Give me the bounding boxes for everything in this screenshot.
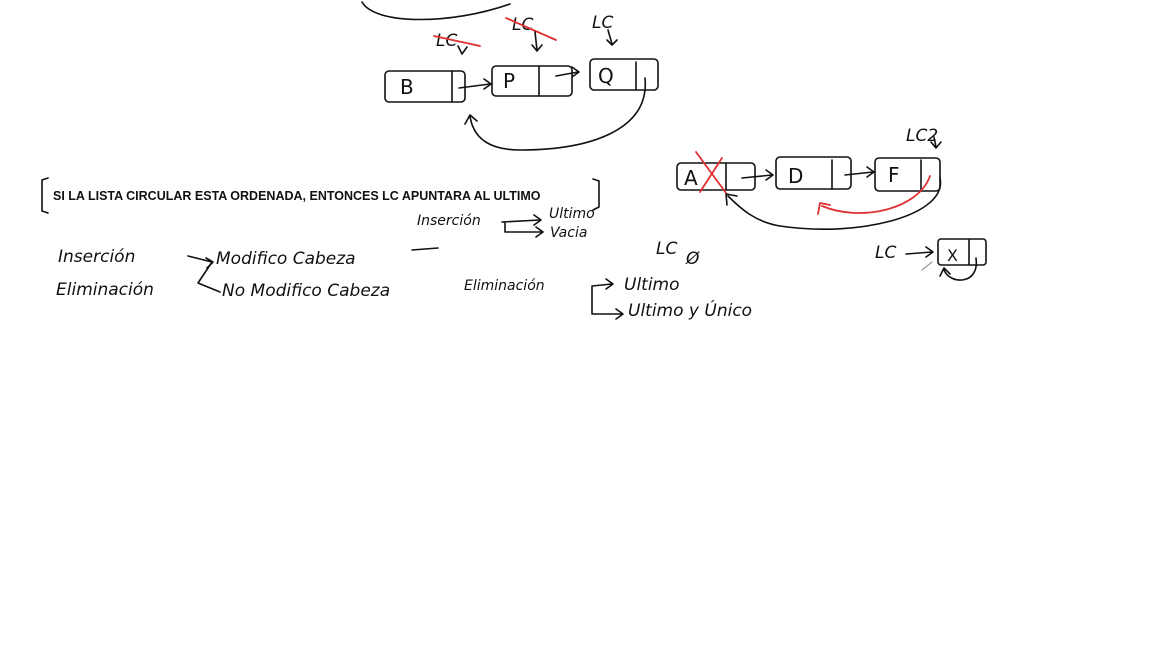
list2-pointer: LC2 (906, 126, 938, 146)
list1-node-b-value: B (400, 75, 414, 99)
note-ultimo: Ultimo (624, 275, 680, 295)
list3-pointer-arrow (905, 246, 934, 258)
note-ultimo-y-unico: Ultimo y Único (628, 299, 752, 321)
list1-node-b (384, 70, 466, 103)
note-eliminacion: Eliminación (56, 280, 154, 300)
list2-link-a-d (741, 169, 774, 181)
list2-node-d (775, 156, 852, 190)
note-insercion-2: Inserción (417, 213, 481, 229)
empty-list-pointer: LC (656, 239, 677, 259)
list1-link-b-p (458, 78, 492, 90)
list1-pointer-1: LC (436, 31, 457, 51)
list1-circular-link (464, 77, 646, 151)
list2-node-f (874, 157, 941, 192)
list2-node-a-value: A (684, 166, 698, 190)
note-insercion-2-branch (501, 214, 544, 238)
empty-list-null: Ø (685, 249, 700, 269)
note-eliminacion-2-branch (591, 278, 624, 320)
list2-node-d-value: D (788, 164, 803, 188)
banner-right-bracket (592, 178, 600, 211)
banner-left-bracket (41, 177, 49, 214)
list2-link-d-f (844, 166, 875, 178)
list1-pointer-2-strike (505, 17, 557, 41)
note-ultimo-small: Ultimo (549, 206, 595, 222)
list1-node-p (491, 65, 573, 97)
list1: LC LC LC B P Q (384, 13, 659, 151)
note-bracket (187, 255, 221, 293)
empty-list: LC Ø (656, 239, 700, 269)
list1-pointer-3-arrow (606, 29, 618, 46)
list3-self-link (939, 257, 977, 281)
top-curve (361, 1, 511, 21)
notes: Inserción Ultimo Vacia Inserción Elimina… (56, 206, 752, 321)
note-no-modifico-cabeza: No Modifico Cabeza (222, 281, 390, 301)
banner-text: SI LA LISTA CIRCULAR ESTA ORDENADA, ENTO… (53, 189, 541, 203)
list3: LC X (875, 238, 987, 281)
list3-pointer: LC (875, 243, 896, 263)
list1-link-p-q (555, 66, 580, 78)
list1-node-q-value: Q (598, 64, 614, 88)
list2-red-link (817, 175, 931, 215)
list1-pointer-2-arrow (531, 31, 543, 52)
list2-node-f-value: F (888, 163, 900, 187)
list2-pointer-arrow (930, 136, 942, 149)
list1-node-p-value: P (503, 69, 515, 93)
note-modifico-cabeza: Modifico Cabeza (216, 249, 356, 269)
list3-node-x-value: X (947, 246, 958, 265)
list1-pointer-3: LC (592, 13, 613, 33)
banner: SI LA LISTA CIRCULAR ESTA ORDENADA, ENTO… (41, 177, 600, 214)
list2: LC2 A D F (676, 126, 942, 230)
note-insercion: Inserción (58, 247, 135, 267)
list2-circular-link (725, 177, 942, 230)
note-vacia: Vacia (550, 225, 587, 241)
list1-pointer-1-strike (433, 35, 481, 47)
list1-pointer-1-arrow (457, 45, 468, 55)
list2-node-a-strike (695, 151, 727, 194)
note-modifico-dash (411, 247, 439, 251)
list3-pen-mark (921, 261, 933, 271)
list1-node-q (589, 58, 659, 91)
note-eliminacion-2: Eliminación (464, 278, 545, 294)
list3-node-x (937, 238, 987, 266)
